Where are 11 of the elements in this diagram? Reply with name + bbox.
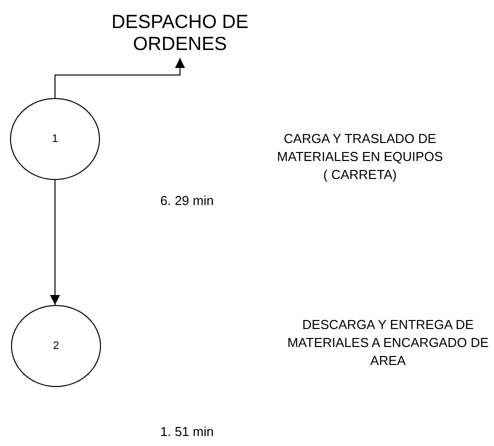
step-description: CARGA Y TRASLADO DE MATERIALES EN EQUIPOS ( CARRETA) <box>276 130 444 184</box>
duration-label: 1. 51 min <box>159 423 215 441</box>
duration-label: 6. 29 min <box>159 192 215 210</box>
arrow <box>50 180 60 306</box>
operation-circle <box>10 98 100 180</box>
destination-label: DESPACHO DE ORDENES <box>110 10 250 58</box>
operation-circle <box>11 305 101 387</box>
step-description: DESCARGA Y ENTREGA DE MATERIALES A ENCARGADO DE AREA <box>286 316 490 370</box>
step-number: 1 <box>52 132 58 146</box>
arrow <box>54 58 185 98</box>
step-number: 2 <box>52 340 60 352</box>
